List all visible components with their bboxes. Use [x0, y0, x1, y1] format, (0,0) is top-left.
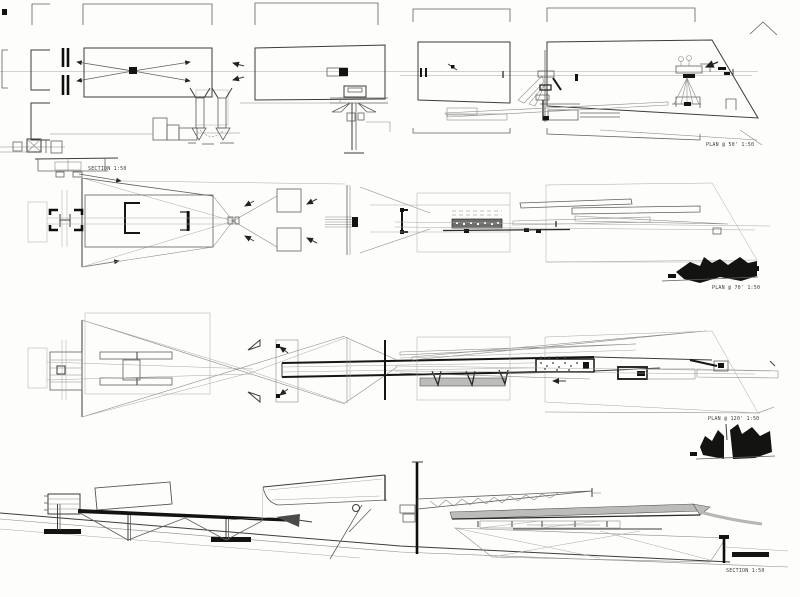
- plan-70-label: PLAN @ 70' 1:50: [712, 285, 760, 291]
- deck-beam: [78, 509, 298, 522]
- long-section-view: SECTION 1:50: [0, 461, 789, 574]
- ink-sketch-vignette: [690, 423, 776, 460]
- ramp-bar: [419, 377, 506, 387]
- label-leader: [599, 129, 758, 141]
- hatched-roof: [94, 481, 173, 511]
- site-mark: [2, 9, 7, 15]
- mast-plan-detail: [672, 55, 734, 106]
- enclosure-outline: [454, 527, 727, 563]
- plan-120-view: PLAN @ 120' 1:50: [27, 312, 779, 460]
- ink-sketch-vignette: [661, 257, 759, 283]
- roof-bar: [519, 198, 633, 209]
- footing-pad: [732, 552, 769, 557]
- site-outline: [84, 312, 211, 395]
- crossing-detail: [517, 50, 620, 122]
- footing-pad: [44, 529, 81, 534]
- label-leader: [78, 173, 122, 183]
- small-section-label: SECTION 1:50: [88, 166, 127, 172]
- roof-wing: [229, 474, 388, 560]
- roof-bar: [571, 205, 701, 215]
- plan-panel: [417, 41, 511, 104]
- support-elevation-vignette: [188, 87, 234, 145]
- spine-bar: [281, 356, 595, 364]
- small-section-view: SECTION 1:50: [0, 138, 346, 185]
- truss-blade: [417, 488, 601, 510]
- hall-plan: [84, 194, 214, 248]
- ground-line: [0, 512, 731, 563]
- stone-bar: [535, 356, 595, 373]
- plan-120-label: PLAN @ 120' 1:50: [708, 416, 759, 422]
- site-outline: [545, 182, 758, 263]
- plan-50-label: PLAN @ 50' 1:50: [706, 142, 754, 148]
- gallery-bar: [442, 210, 571, 233]
- plan-50-view: PLAN @ 50' 1:50: [0, 2, 778, 154]
- footing-pad: [211, 537, 251, 542]
- plan-70-view: PLAN @ 70' 1:50: [27, 177, 771, 291]
- plan-panel: [83, 47, 213, 98]
- ladder-detail: [325, 216, 358, 228]
- tower-plan-detail: [330, 85, 391, 154]
- gray-roof-plane: [449, 503, 763, 526]
- plan-panel: [254, 44, 386, 101]
- long-section-label: SECTION 1:50: [726, 568, 765, 574]
